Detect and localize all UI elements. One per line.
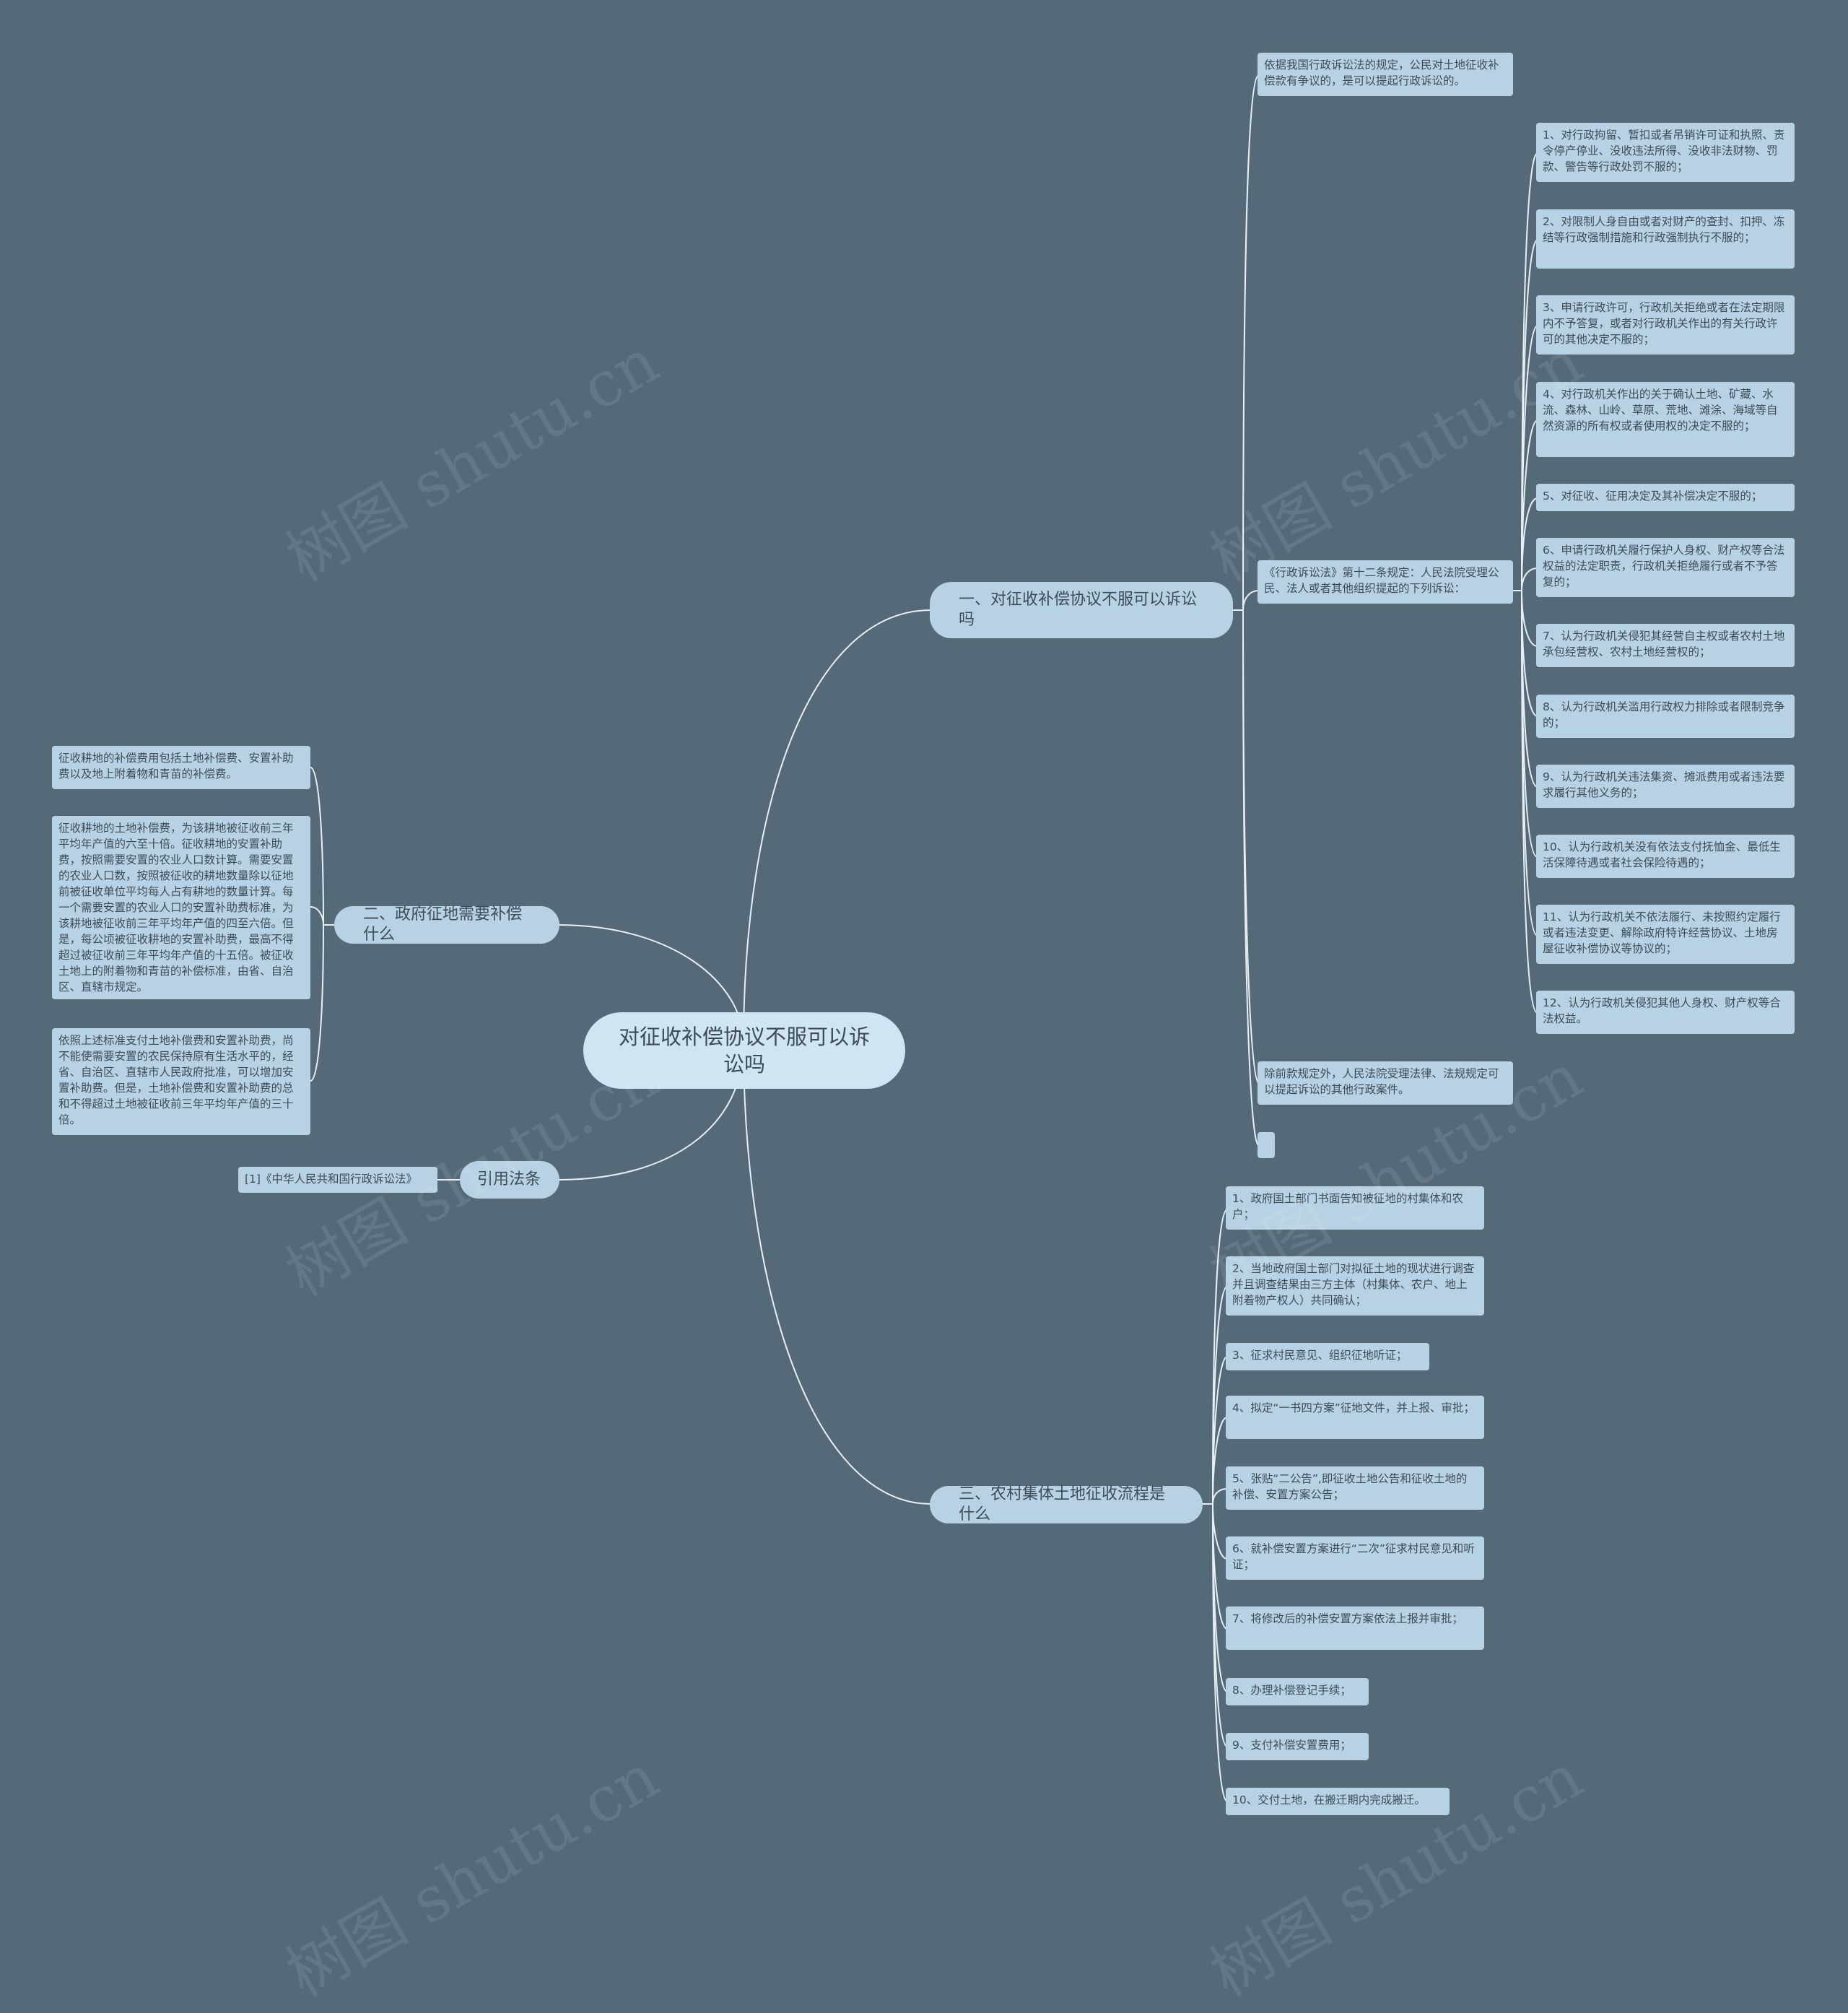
link-a12-item9 [1513,590,1538,788]
link-b3-s6 [1203,1503,1228,1560]
leaf-compensation-limit[interactable]: 依照上述标准支付土地补偿费和安置补助费，尚不能使需要安置的农民保持原有生活水平的… [52,1028,310,1135]
link-a12-item11 [1513,590,1538,936]
link-a12-item6 [1513,568,1538,591]
step-item[interactable]: 2、当地政府国土部门对拟征土地的现状进行调查并且调查结果由三方主体（村集体、农户… [1226,1256,1484,1316]
step-item[interactable]: 7、将修改后的补偿安置方案依法上报并审批； [1226,1607,1484,1650]
list-item[interactable]: 2、对限制人身自由或者对财产的查封、扣押、冻结等行政强制措施和行政强制执行不服的… [1536,209,1795,269]
list-item[interactable]: 6、申请行政机关履行保护人身权、财产权等合法权益的法定职责，行政机关拒绝履行或者… [1536,538,1795,597]
branch-process[interactable]: 三、农村集体土地征收流程是什么 [930,1485,1203,1523]
list-item[interactable]: 4、对行政机关作出的关于确认土地、矿藏、水流、森林、山岭、草原、荒地、滩涂、海域… [1536,382,1795,457]
step-item[interactable]: 3、征求村民意见、组织征地听证； [1226,1343,1429,1370]
link-a12-item7 [1513,590,1538,647]
link-b3-s5 [1203,1488,1228,1505]
link-b3-s10 [1203,1503,1228,1802]
link-b2-c1 [310,767,334,926]
list-item[interactable]: 7、认为行政机关侵犯其经营自主权或者农村土地承包经营权、农村土地经营权的； [1536,624,1795,667]
leaf-compensation-items[interactable]: 征收耕地的补偿费用包括土地补偿费、安置补助费以及地上附着物和青苗的补偿费。 [52,746,310,789]
leaf-article12[interactable]: 《行政诉讼法》第十二条规定：人民法院受理公民、法人或者其他组织提起的下列诉讼： [1258,560,1513,604]
step-item[interactable]: 5、张贴“二公告”,即征收土地公告和征收土地的补偿、安置方案公告； [1226,1466,1484,1510]
branch-litigation[interactable]: 一、对征收补偿协议不服可以诉讼吗 [930,582,1233,638]
mind-map-canvas: 对征收补偿协议不服可以诉讼吗 一、对征收补偿协议不服可以诉讼吗 二、政府征地需要… [52,53,1795,2011]
link-b1-article12 [1233,590,1260,611]
link-b2-c3 [310,924,334,1082]
list-item[interactable]: 11、认为行政机关不依法履行、未按照约定履行或者违法变更、解除政府特许经营协议、… [1536,905,1795,964]
list-item[interactable]: 3、申请行政许可，行政机关拒绝或者在法定期限内不予答复，或者对行政机关作出的有关… [1536,295,1795,355]
link-root-b3 [743,1043,932,1505]
list-item[interactable]: 8、认为行政机关滥用行政权力排除或者限制竞争的； [1536,695,1795,738]
leaf-empty[interactable] [1258,1132,1275,1158]
step-item[interactable]: 8、办理补偿登记手续； [1226,1678,1369,1705]
step-item[interactable]: 1、政府国土部门书面告知被征地的村集体和农户； [1226,1186,1484,1230]
link-b2-c2 [310,906,334,926]
link-root-b1 [743,609,932,1044]
list-item[interactable]: 5、对征收、征用决定及其补偿决定不服的； [1536,484,1795,511]
link-a12-item12 [1513,590,1538,1014]
root-node[interactable]: 对征收补偿协议不服可以诉讼吗 [583,1012,905,1089]
branch-compensation[interactable]: 二、政府征地需要补偿什么 [334,905,559,944]
link-b1-other [1233,609,1260,1084]
step-item[interactable]: 9、支付补偿安置费用； [1226,1733,1369,1760]
step-item[interactable]: 4、拟定“一书四方案”征地文件，并上报、审批； [1226,1396,1484,1439]
link-a12-item8 [1513,590,1538,717]
step-item[interactable]: 6、就补偿安置方案进行“二次”征求村民意见和听证； [1226,1536,1484,1580]
step-item[interactable]: 10、交付土地，在搬迁期内完成搬迁。 [1226,1788,1450,1815]
link-b1-empty [1233,609,1260,1147]
leaf-cited-law[interactable]: [1]《中华人民共和国行政诉讼法》 [238,1167,437,1193]
list-item[interactable]: 10、认为行政机关没有依法支付抚恤金、最低生活保障待遇或者社会保险待遇的； [1536,835,1795,878]
branch-cited-law[interactable]: 引用法条 [460,1161,559,1199]
leaf-other-cases[interactable]: 除前款规定外，人民法院受理法律、法规规定可以提起诉讼的其他行政案件。 [1258,1061,1513,1105]
list-item[interactable]: 12、认为行政机关侵犯其他人身权、财产权等合法权益。 [1536,991,1795,1034]
leaf-intro[interactable]: 依据我国行政诉讼法的规定，公民对土地征收补偿款有争议的，是可以提起行政诉讼的。 [1258,53,1513,96]
connector-lines [310,74,1538,1802]
link-a12-item3 [1513,325,1538,591]
link-a12-item4 [1513,419,1538,591]
list-item[interactable]: 9、认为行政机关违法集资、摊派费用或者违法要求履行其他义务的； [1536,765,1795,808]
leaf-compensation-standard[interactable]: 征收耕地的土地补偿费，为该耕地被征收前三年平均年产值的六至十倍。征收耕地的安置补… [52,816,310,999]
list-item[interactable]: 1、对行政拘留、暂扣或者吊销许可证和执照、责令停产停业、没收违法所得、没收非法财… [1536,123,1795,182]
link-b1-intro [1233,74,1260,611]
